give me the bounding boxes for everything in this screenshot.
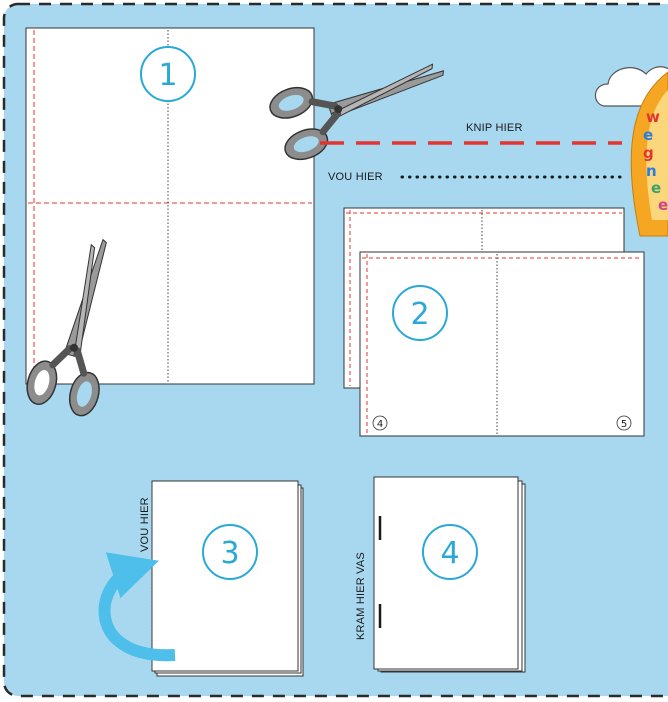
fold-here-vertical-label: VOU HIER: [139, 497, 151, 552]
step-4-number: 4: [440, 536, 459, 571]
cut-here-label: KNIP HIER: [466, 122, 523, 134]
step-2-number: 2: [410, 297, 429, 332]
step-2-front-sheet: 2 4 5: [360, 252, 644, 436]
staple-here-label: KRAM HIER VAS: [355, 552, 367, 640]
step-1-number: 1: [158, 58, 177, 93]
step-4-booklet: 4: [374, 477, 525, 672]
fold-here-label: VOU HIER: [328, 171, 383, 183]
page-number-left: 4: [377, 419, 383, 430]
step-3-booklet: 3: [152, 481, 303, 676]
step-3-number: 3: [220, 536, 239, 571]
step-1-sheet: 1: [26, 28, 314, 384]
page-number-right: 5: [621, 419, 627, 430]
